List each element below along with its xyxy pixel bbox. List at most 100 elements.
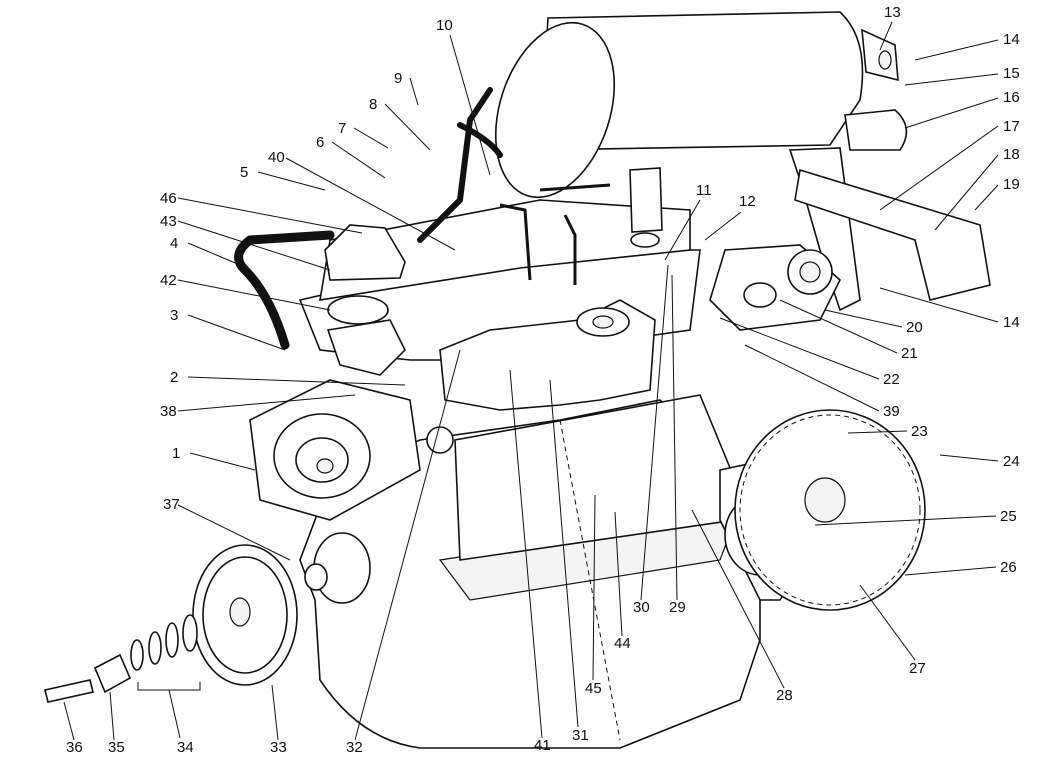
leader-28 (691, 509, 785, 689)
callout-42: 42 (160, 272, 177, 289)
leader-31 (549, 379, 579, 728)
callout-41: 41 (534, 737, 551, 754)
callout-21: 21 (901, 345, 918, 362)
leader-20 (824, 309, 903, 328)
callout-34: 34 (177, 739, 194, 756)
callout-16: 16 (1003, 89, 1020, 106)
leader-42 (177, 279, 331, 311)
callout-3: 3 (170, 307, 178, 324)
callout-31: 31 (572, 727, 589, 744)
callout-13: 13 (884, 4, 901, 21)
callout-30: 30 (633, 599, 650, 616)
leader-3 (187, 314, 286, 351)
leader-19 (974, 184, 999, 211)
leader-25 (814, 515, 997, 526)
callout-43: 43 (160, 213, 177, 230)
callout-32: 32 (346, 739, 363, 756)
leader-2 (187, 376, 406, 386)
callout-26: 26 (1000, 559, 1017, 576)
callout-5: 5 (240, 164, 248, 181)
leader-37 (177, 504, 291, 561)
callout-19: 19 (1003, 176, 1020, 193)
leader-40 (285, 157, 456, 251)
callout-22: 22 (883, 371, 900, 388)
callout-20: 20 (906, 319, 923, 336)
leader-13 (879, 21, 893, 51)
callout-14-right: 14 (1003, 314, 1020, 331)
callout-28: 28 (776, 687, 793, 704)
callout-6: 6 (316, 134, 324, 151)
leader-17 (879, 125, 999, 211)
callout-14-top: 14 (1003, 31, 1020, 48)
leader-21 (779, 299, 898, 354)
leader-5 (257, 171, 326, 191)
leader-14-right (879, 287, 999, 323)
leader-1 (189, 452, 256, 471)
leader-44 (614, 511, 623, 637)
callout-38: 38 (160, 403, 177, 420)
leader-38 (177, 394, 356, 412)
leader-11 (664, 199, 701, 261)
leader-33 (271, 684, 279, 741)
callout-35: 35 (108, 739, 125, 756)
leader-4 (187, 242, 241, 266)
leader-22 (719, 317, 880, 380)
callout-18: 18 (1003, 146, 1020, 163)
callout-33: 33 (270, 739, 287, 756)
callout-1: 1 (172, 445, 180, 462)
leader-6 (331, 141, 386, 179)
leader-26 (904, 566, 997, 576)
exhaust-manifold (439, 299, 656, 411)
leader-10 (449, 34, 491, 176)
spacer-and-washers (44, 614, 198, 703)
leader-23 (847, 430, 908, 434)
leader-15 (904, 73, 999, 86)
leader-9 (409, 77, 419, 106)
leader-39 (744, 344, 880, 412)
engine-block (299, 394, 761, 749)
callout-40: 40 (268, 149, 285, 166)
leader-46 (177, 197, 363, 234)
hoses (234, 87, 611, 350)
callout-44: 44 (614, 635, 631, 652)
thermostat-housing (324, 224, 406, 376)
muffler (494, 11, 908, 248)
leader-29 (671, 274, 678, 601)
leader-45 (592, 494, 596, 681)
crankshaft-pulley (192, 532, 371, 686)
callout-12: 12 (739, 193, 756, 210)
callout-45: 45 (585, 680, 602, 697)
callout-23: 23 (911, 423, 928, 440)
callout-7: 7 (338, 120, 346, 137)
callout-8: 8 (369, 96, 377, 113)
leader-41 (509, 369, 543, 739)
callout-17: 17 (1003, 118, 1020, 135)
leader-lines (63, 21, 999, 741)
leader-12 (704, 211, 742, 241)
callout-2: 2 (170, 369, 178, 386)
leader-43 (177, 220, 331, 271)
callout-9: 9 (394, 70, 402, 87)
callout-27: 27 (909, 660, 926, 677)
mount-plate (709, 244, 841, 331)
callout-4: 4 (170, 235, 178, 252)
callout-24: 24 (1003, 453, 1020, 470)
leader-30 (640, 264, 669, 601)
callout-labels: 1 2 3 4 5 6 7 8 9 10 11 12 13 14 14 15 1… (66, 4, 1020, 756)
flywheel (734, 409, 926, 611)
callout-15: 15 (1003, 65, 1020, 82)
callout-10: 10 (436, 17, 453, 34)
callout-11: 11 (696, 182, 712, 199)
muffler-bracket (788, 28, 991, 312)
leader-24 (939, 454, 999, 462)
callout-46: 46 (160, 190, 177, 207)
leader-14-top (914, 39, 999, 61)
leader-36 (63, 701, 75, 741)
leader-35 (109, 691, 115, 741)
leader-8 (384, 103, 431, 151)
bracket-34 (137, 682, 201, 739)
callout-29: 29 (669, 599, 686, 616)
leader-16 (904, 97, 999, 129)
leader-32 (354, 349, 461, 741)
